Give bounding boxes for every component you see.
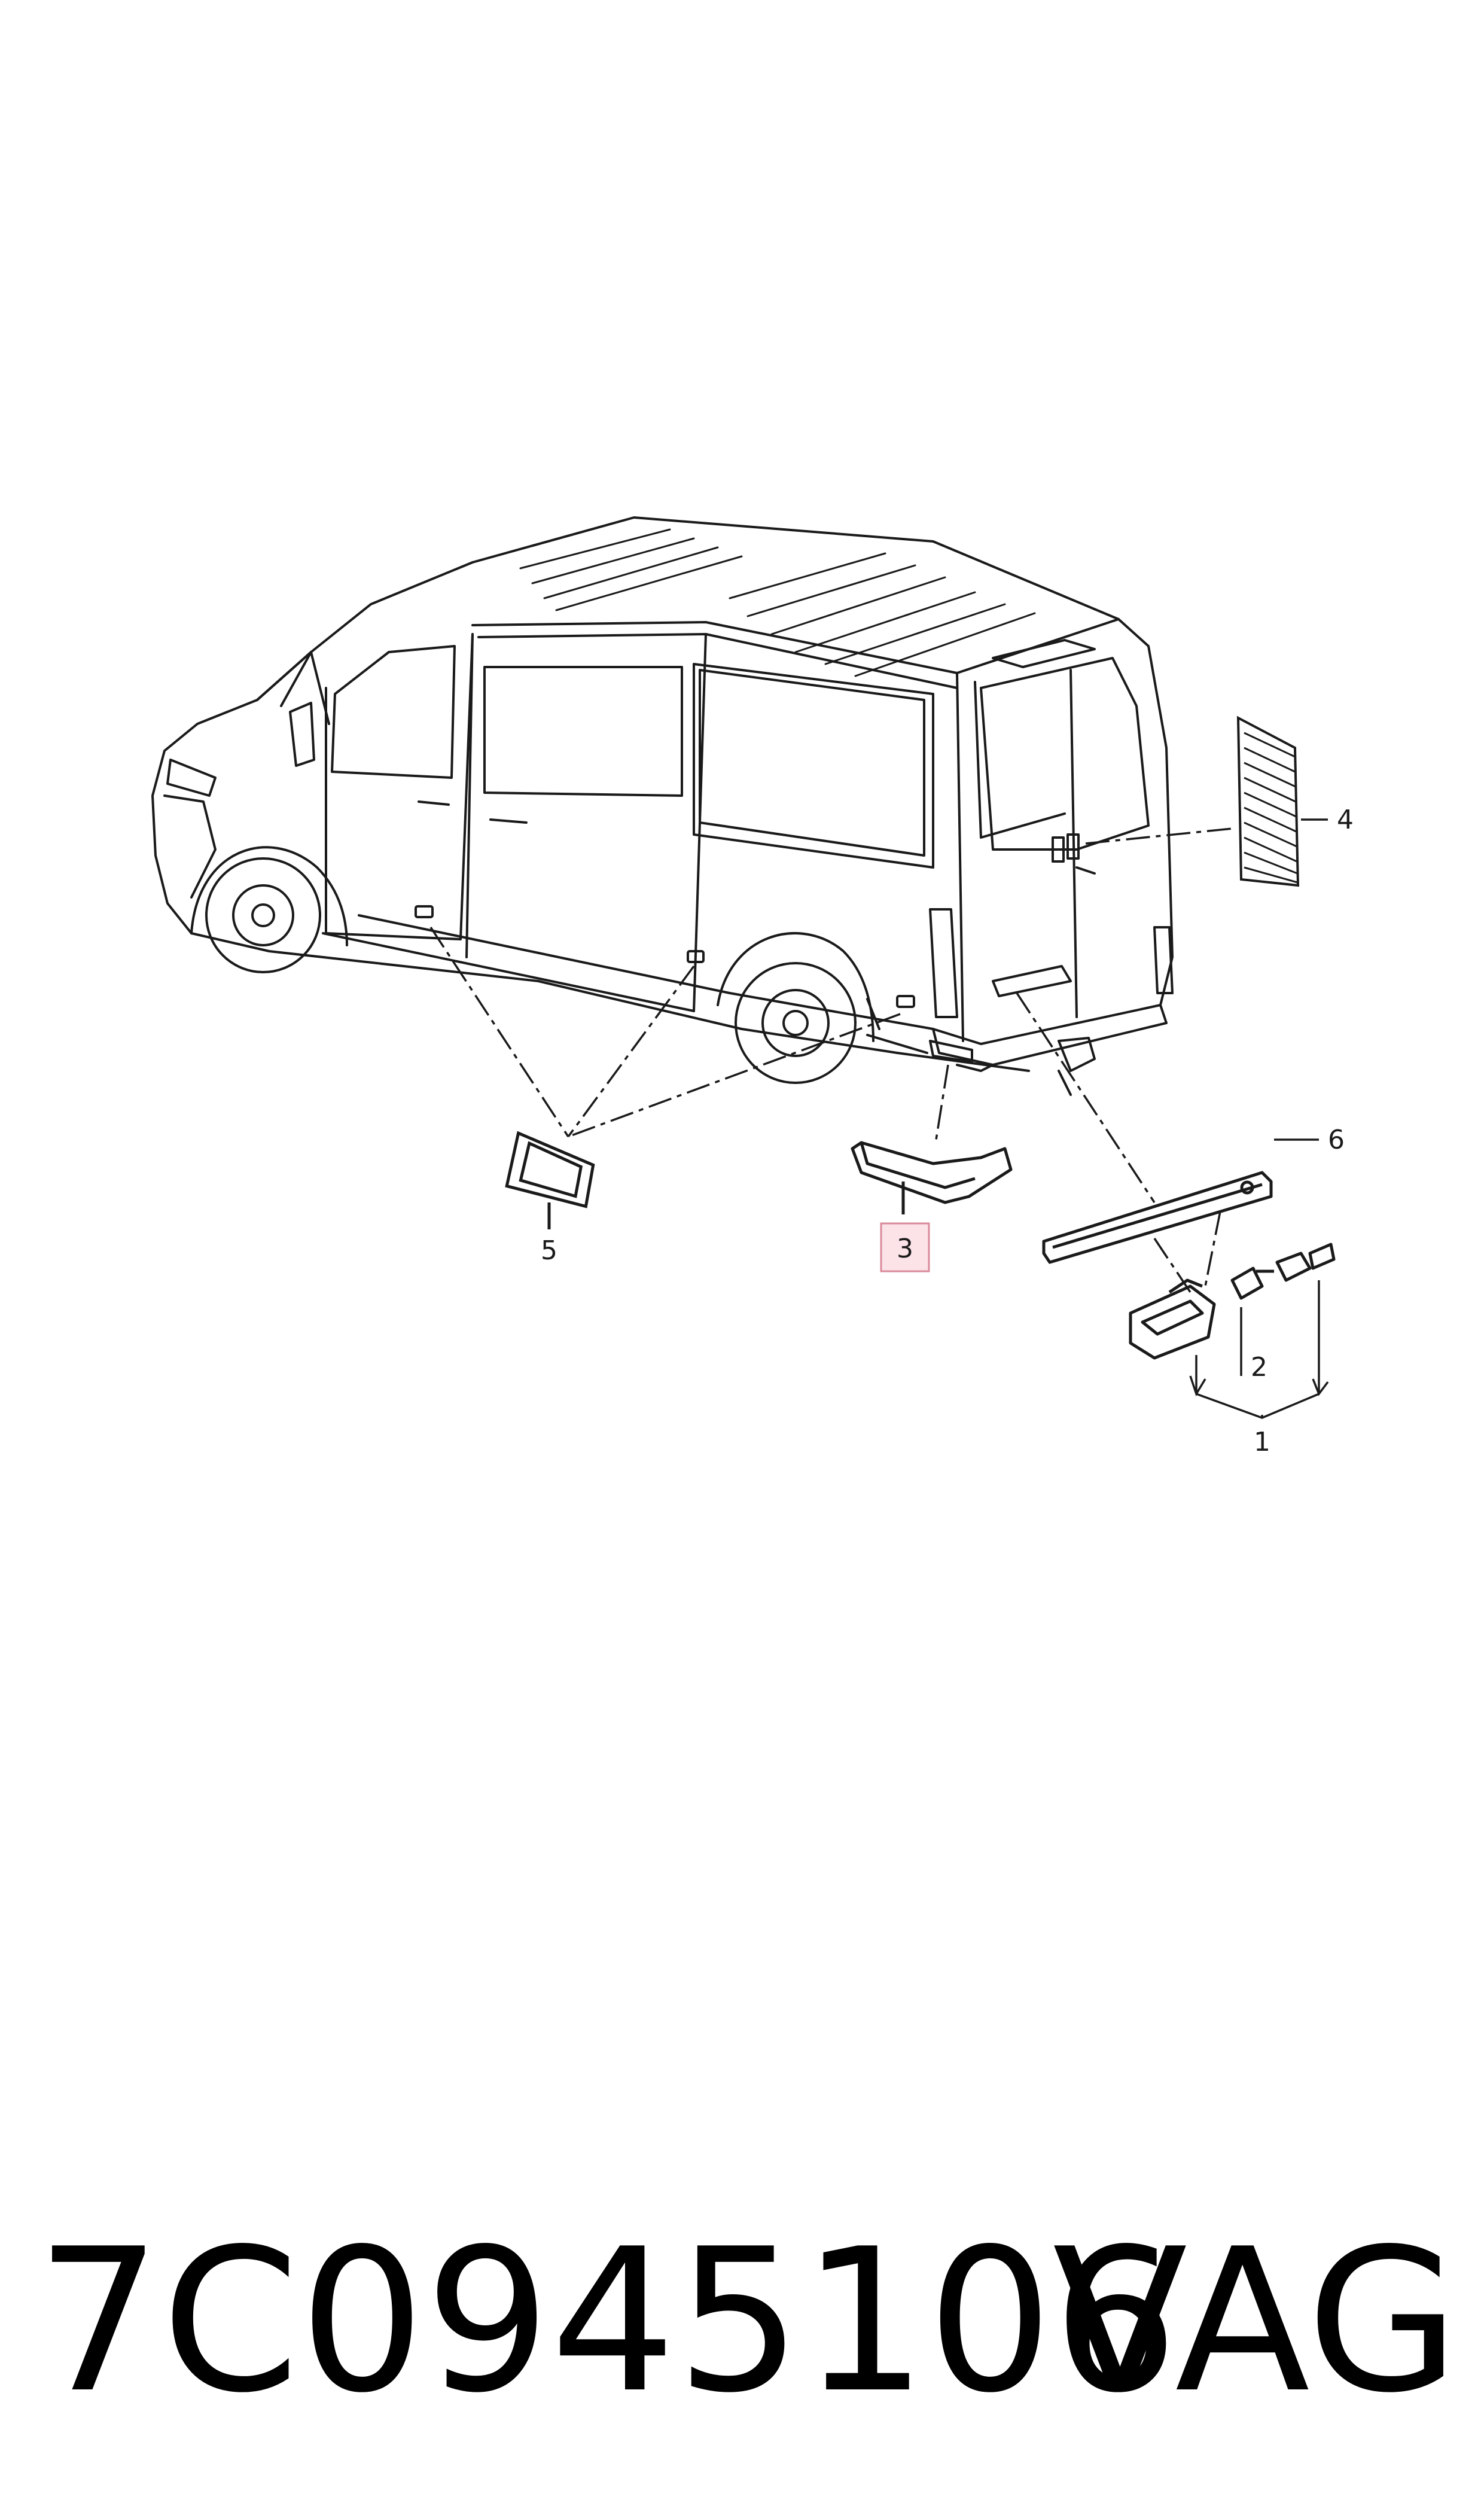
callout-4: 4 [1337,805,1354,835]
part-number: 7C0945106 [36,2206,1179,2436]
part-1-lamp-assembly [1129,1278,1216,1360]
part-2-bulb [1230,1243,1336,1300]
callout-3: 3 [897,1234,913,1264]
callout-6: 6 [1328,1125,1345,1155]
callout-5: 5 [541,1235,557,1266]
part-3-bumper-reflector [851,1141,1013,1214]
highlight-box-3 [880,1222,930,1272]
brand-name: VAG [1052,2206,1459,2436]
part-5-side-marker [505,1131,595,1229]
callout-2: 2 [1251,1352,1267,1383]
part-4-reflector-sheet [1236,715,1300,887]
van-illustration [151,516,1174,1096]
callout-lines [1189,818,1329,1419]
footer: 7C0945106 VAG [36,2213,1459,2429]
leader-lines [429,827,1233,1293]
part-6-trim-strip [1042,1171,1273,1264]
callout-1: 1 [1254,1427,1270,1457]
